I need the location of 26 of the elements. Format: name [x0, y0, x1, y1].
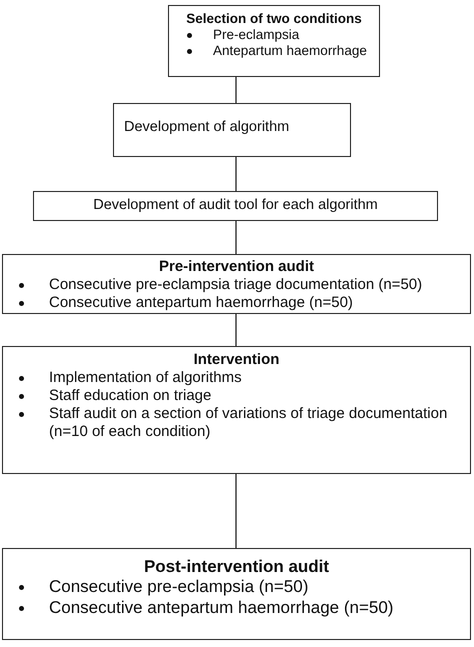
connector-line	[235, 221, 237, 254]
process-box	[2, 548, 471, 640]
step-text: Development of algorithm	[124, 119, 290, 136]
bullet-text: Pre-eclampsia	[213, 27, 300, 42]
process-box	[33, 191, 438, 221]
process-box	[168, 5, 380, 77]
bullet-text: Consecutive antepartum haemorrhage (n=50)	[49, 294, 353, 311]
bullet-text: Consecutive pre-eclampsia (n=50)	[49, 577, 308, 596]
process-box	[2, 254, 471, 314]
box-heading: Selection of two conditions	[185, 11, 363, 28]
bullet-text: Staff education on triage	[49, 387, 212, 404]
connector-line	[235, 474, 237, 548]
connector-line	[235, 77, 237, 103]
box-heading: Pre-intervention audit	[158, 258, 316, 276]
process-box	[113, 103, 351, 157]
box-heading: Intervention	[192, 351, 280, 369]
bullet-text: Antepartum haemorrhage	[213, 43, 367, 58]
bullet-text: Implementation of algorithms	[49, 369, 242, 386]
bullet-text: Consecutive antepartum haemorrhage (n=50)	[49, 598, 394, 617]
connector-line	[235, 314, 237, 346]
connector-line	[235, 157, 237, 191]
bullet-text: Consecutive pre-eclampsia triage documentation (n=50)	[49, 276, 422, 293]
box-heading: Post-intervention audit	[142, 557, 330, 578]
process-box	[2, 346, 471, 474]
step-text: Development of audit tool for each algorithm	[92, 197, 379, 214]
bullet-text: Staff audit on a section of variations of triage documentation (n=10 of each condition)	[49, 405, 448, 440]
